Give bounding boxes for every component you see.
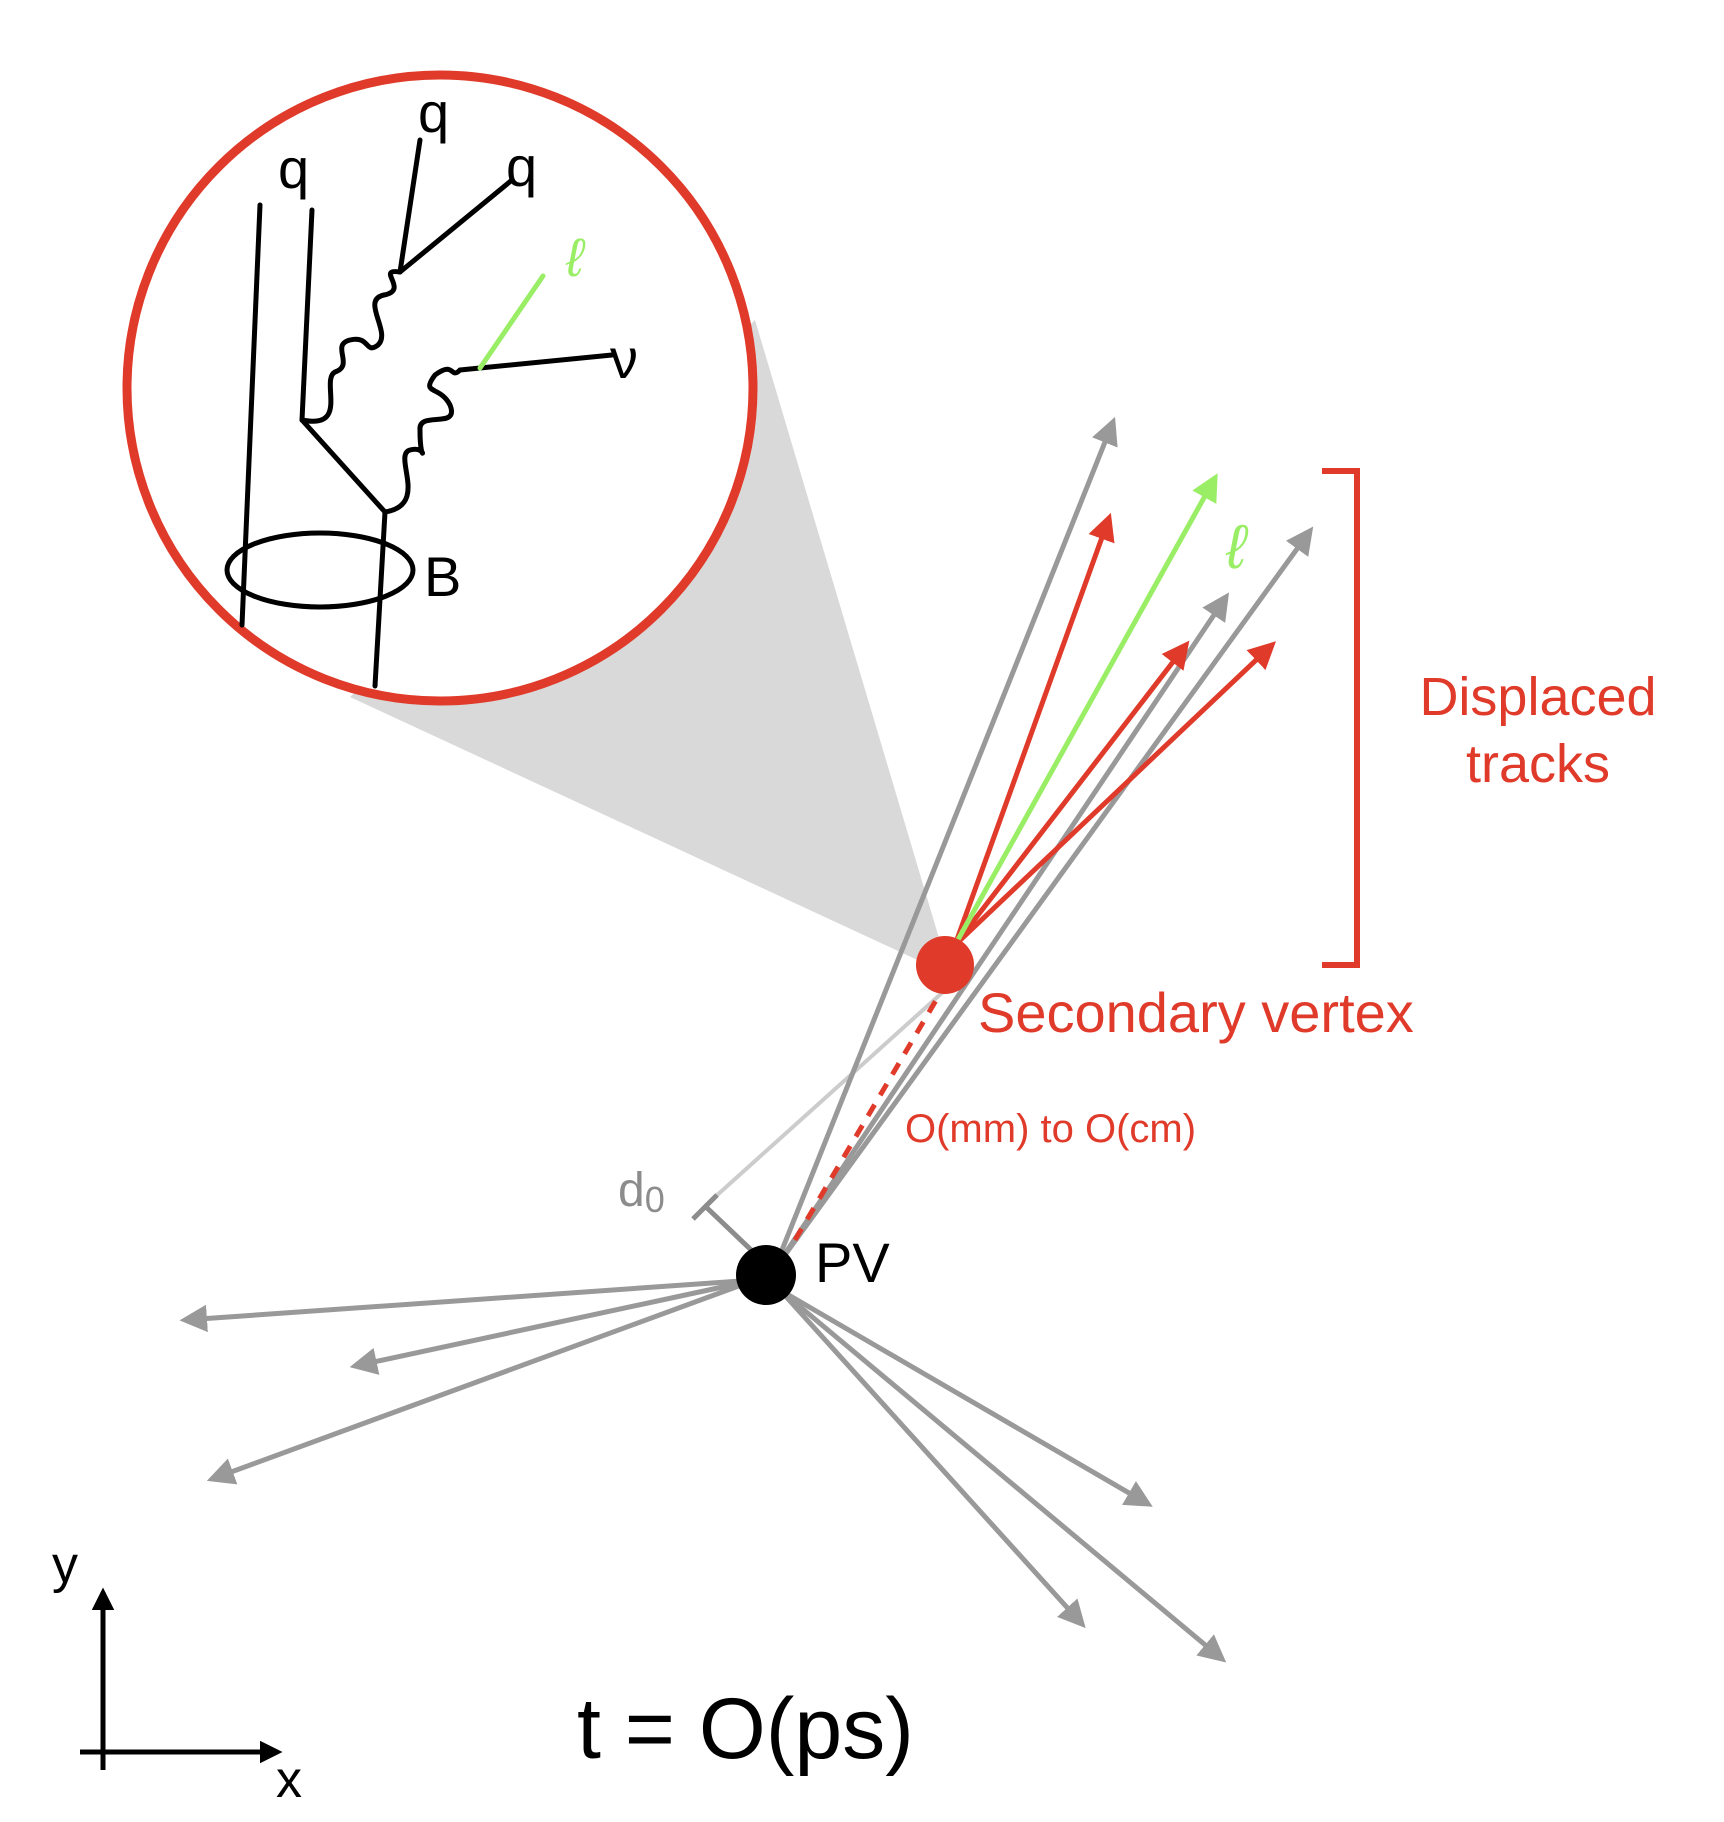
red-track-1 — [952, 512, 1115, 946]
pv-label: PV — [815, 1231, 890, 1294]
gray-displaced-tracks — [771, 416, 1314, 1272]
prompt-track-right-2 — [778, 1288, 1086, 1629]
displaced-tracks-bracket — [1322, 468, 1360, 968]
b-hadron-loop — [224, 530, 416, 610]
lepton-track — [952, 473, 1218, 947]
gray-track-1 — [771, 416, 1118, 1271]
d0-tick — [691, 1193, 719, 1221]
displaced-tracks-label-line1: Displaced — [1419, 667, 1656, 727]
secondary-vertex-label: Secondary vertex — [978, 981, 1414, 1044]
secondary-vertex-dot — [916, 936, 974, 994]
inset-circle — [122, 70, 758, 706]
gray-track-3 — [771, 526, 1314, 1272]
d0-label: d0 — [618, 1164, 665, 1220]
spectator-quark-line — [239, 202, 263, 628]
prompt-track-left-3 — [206, 1277, 756, 1485]
quark-line-left — [299, 207, 315, 423]
inset-lepton-label: ℓ — [565, 228, 586, 288]
w-to-lepton-vertex — [457, 365, 483, 373]
displaced-tracks-label-line2: tracks — [1466, 734, 1610, 794]
w-boson-line — [382, 366, 463, 515]
flight-distance-label: O(mm) to O(cm) — [905, 1107, 1196, 1151]
prompt-tracks — [179, 1277, 1227, 1663]
prompt-track-right-1 — [778, 1287, 1153, 1507]
inset-b-hadron-label: B — [424, 545, 461, 608]
red-track-2 — [953, 640, 1190, 947]
feynman-diagram — [224, 137, 615, 689]
inset-quark-label-3: q — [506, 135, 537, 198]
neutrino-line — [477, 352, 615, 371]
quark-line-right — [397, 177, 515, 275]
gray-track-2 — [771, 592, 1230, 1272]
prompt-track-left-2 — [349, 1277, 756, 1375]
prompt-track-right-3 — [778, 1288, 1227, 1663]
d0-extrapolation-line — [703, 981, 955, 1208]
axes — [80, 1587, 283, 1770]
time-scale-label: t = O(ps) — [577, 1681, 914, 1777]
y-axis-label: y — [52, 1536, 78, 1594]
primary-vertex-dot — [736, 1245, 796, 1305]
w-boson-line-2 — [299, 269, 403, 424]
inset-quark-label-2: q — [418, 81, 449, 144]
inset-quark-label-1: q — [278, 137, 309, 200]
flight-distance-line — [792, 983, 948, 1242]
lepton-line-inset — [477, 273, 546, 371]
track-lepton-label: ℓ — [1225, 513, 1249, 582]
prompt-track-left-1 — [179, 1277, 756, 1333]
red-displaced-tracks — [952, 512, 1276, 947]
zoom-cone — [350, 320, 950, 975]
x-axis-label: x — [276, 1751, 302, 1809]
quark-line-top — [397, 137, 423, 275]
red-track-3 — [953, 641, 1276, 947]
inset-neutrino-label: ν — [610, 327, 638, 390]
quark-line-diagonal — [299, 417, 388, 515]
